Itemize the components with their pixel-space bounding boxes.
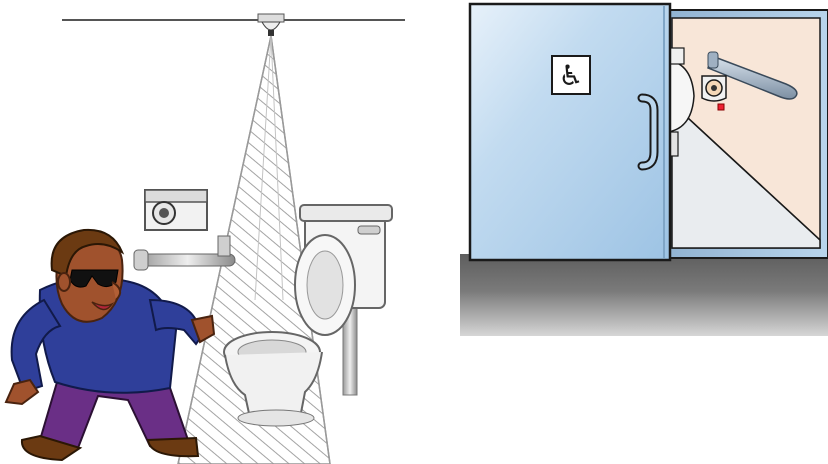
right-stall-illustration: ♿ xyxy=(456,0,828,340)
stall-door[interactable] xyxy=(470,4,670,260)
wheelchair-symbol: ♿ xyxy=(558,59,583,92)
grab-bar-icon xyxy=(134,236,235,270)
left-scene-svg xyxy=(0,0,420,464)
right-scene-svg: ♿ xyxy=(456,0,828,340)
floor-base xyxy=(460,254,828,336)
toilet-paper-holder-icon xyxy=(145,190,207,230)
ceiling-sensor-icon xyxy=(258,14,284,36)
stall-frame xyxy=(661,10,828,258)
wheelchair-sign-icon: ♿ xyxy=(552,56,590,94)
left-restroom-illustration xyxy=(0,0,420,464)
